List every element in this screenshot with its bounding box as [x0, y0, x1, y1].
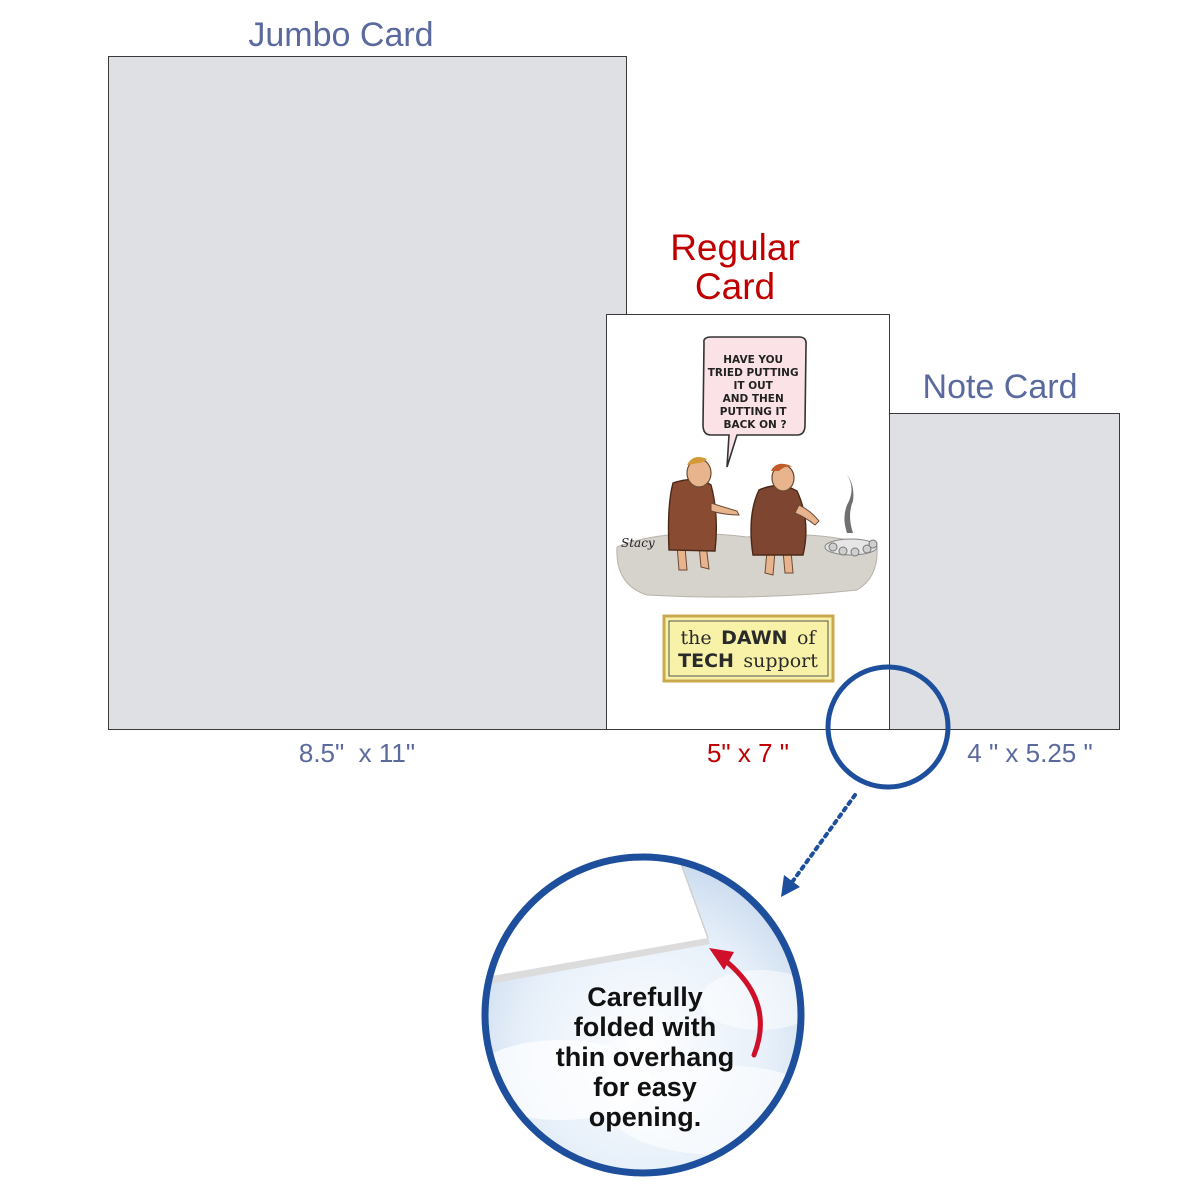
- bubble-line: AND THEN: [723, 393, 784, 405]
- speech-bubble: HAVE YOU TRIED PUTTING IT OUT AND THEN P…: [702, 336, 807, 468]
- caveman-left: [667, 457, 740, 571]
- callout-line: folded with: [573, 1012, 717, 1042]
- red-arrowhead-icon: [709, 948, 734, 970]
- bubble-line: HAVE YOU: [723, 354, 783, 366]
- jumbo-card: [108, 56, 627, 730]
- regular-card-title: Regular Card: [590, 228, 880, 306]
- note-card-size: 4 " x 5.25 ": [967, 738, 1093, 768]
- overhang-callout-text: Carefully folded with thin overhang for …: [510, 982, 780, 1132]
- bubble-line: BACK ON ?: [723, 419, 786, 431]
- svg-text:HAVE YOU TRIED PUTTING: HAVE YOU TRIED PUTTING IT OUT AND THEN P…: [708, 354, 802, 431]
- regular-card-title-line2: Card: [694, 266, 776, 307]
- arrowhead-icon: [781, 875, 800, 897]
- jumbo-card-title: Jumbo Card: [248, 16, 434, 54]
- plaque-tech: TECH: [678, 650, 734, 672]
- cartoon-illustration: HAVE YOU TRIED PUTTING IT OUT AND THEN P…: [616, 336, 878, 683]
- plaque-of: of: [797, 627, 817, 649]
- bubble-line: IT OUT: [734, 380, 774, 392]
- regular-card-size: 5" x 7 ": [706, 738, 790, 768]
- dotted-pointer: [788, 793, 857, 887]
- note-card: [880, 413, 1120, 730]
- smoking-fire-pit: [824, 475, 878, 557]
- bubble-line: TRIED PUTTING: [708, 367, 799, 379]
- plaque-support: support: [743, 650, 818, 672]
- artist-signature: Stacy: [621, 536, 655, 550]
- jumbo-card-size: 8.5" x 11": [298, 738, 416, 768]
- callout-line: Carefully: [587, 982, 703, 1012]
- regular-card-title-line1: Regular: [670, 227, 800, 268]
- plaque-dawn: DAWN: [721, 627, 787, 649]
- bubble-line: PUTTING IT: [720, 406, 788, 418]
- callout-line: for easy: [593, 1072, 697, 1102]
- callout-line: opening.: [588, 1102, 702, 1132]
- title-plaque: the DAWN of TECH support: [662, 614, 835, 683]
- caveman-right: [750, 463, 820, 576]
- plaque-the: the: [681, 627, 712, 649]
- callout-line: thin overhang: [555, 1042, 735, 1072]
- note-card-title: Note Card: [922, 368, 1078, 406]
- svg-text:the DAWN of: the DAWN of: [681, 627, 818, 649]
- regular-card: HAVE YOU TRIED PUTTING IT OUT AND THEN P…: [606, 314, 890, 730]
- svg-text:TECH support: TECH support: [678, 650, 818, 672]
